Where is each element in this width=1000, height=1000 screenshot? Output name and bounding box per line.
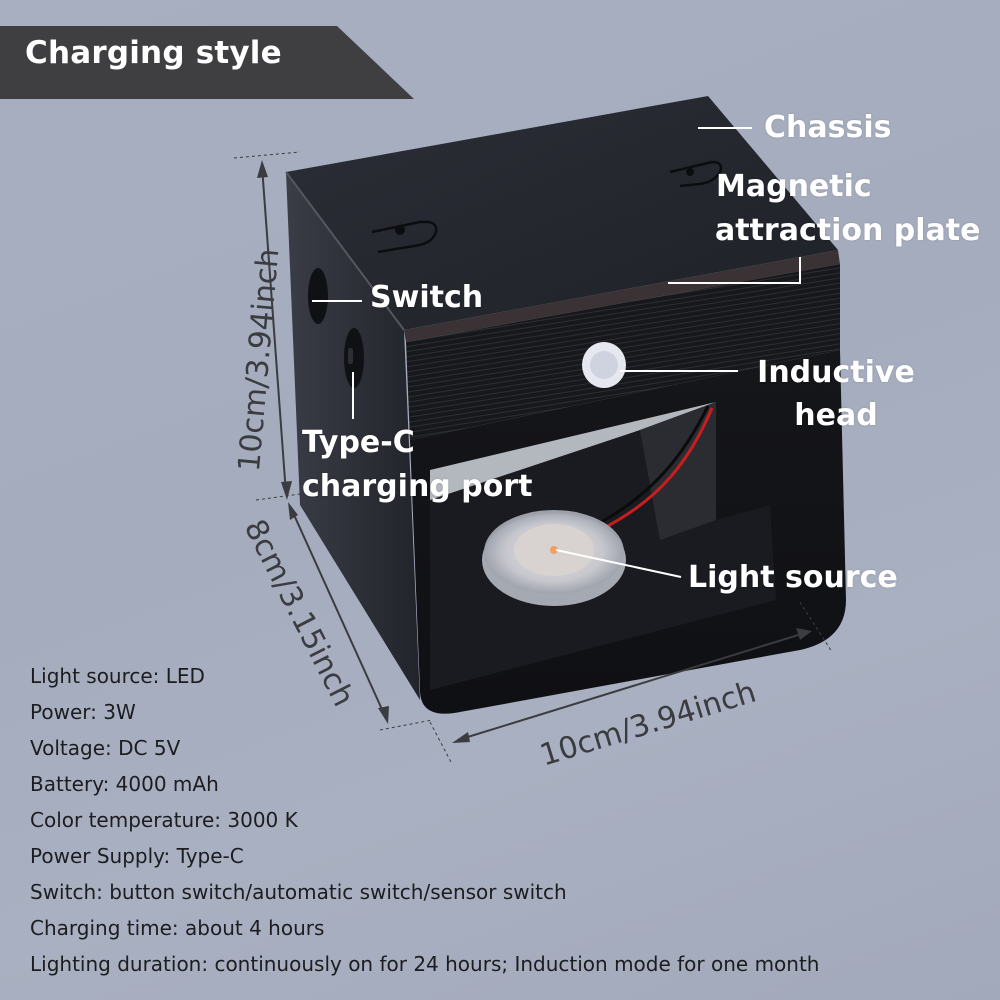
typec-port [344,328,364,388]
spec-lighting-duration: Lighting duration: continuously on for 2… [30,952,820,976]
spec-battery: Battery: 4000 mAh [30,772,219,796]
callout-light-source: Light source [688,560,898,595]
callout-inductive-line2: head [794,398,878,433]
callout-chassis: Chassis [764,110,892,145]
callout-typec-line2: charging port [302,469,533,504]
spec-power: Power: 3W [30,700,136,724]
spec-voltage: Voltage: DC 5V [30,736,181,760]
spec-light-source: Light source: LED [30,664,205,688]
spec-charging-time: Charging time: about 4 hours [30,916,325,940]
spec-color-temperature: Color temperature: 3000 K [30,808,298,832]
chassis-top [286,96,838,330]
switch-button [308,268,328,324]
callout-switch: Switch [370,280,484,315]
callout-typec-line1: Type-C [302,425,415,460]
magnetic-plate [406,264,840,440]
specs-list: Light source: LED Power: 3W Voltage: DC … [30,660,819,984]
spec-power-supply: Power Supply: Type-C [30,844,244,868]
callout-magnetic-line2: attraction plate [715,213,981,248]
callout-magnetic-line1: Magnetic [716,169,872,204]
banner-title: Charging style [25,35,282,71]
spec-switch: Switch: button switch/automatic switch/s… [30,880,567,904]
title-banner [0,26,414,99]
callout-inductive-line1: Inductive [757,355,915,390]
